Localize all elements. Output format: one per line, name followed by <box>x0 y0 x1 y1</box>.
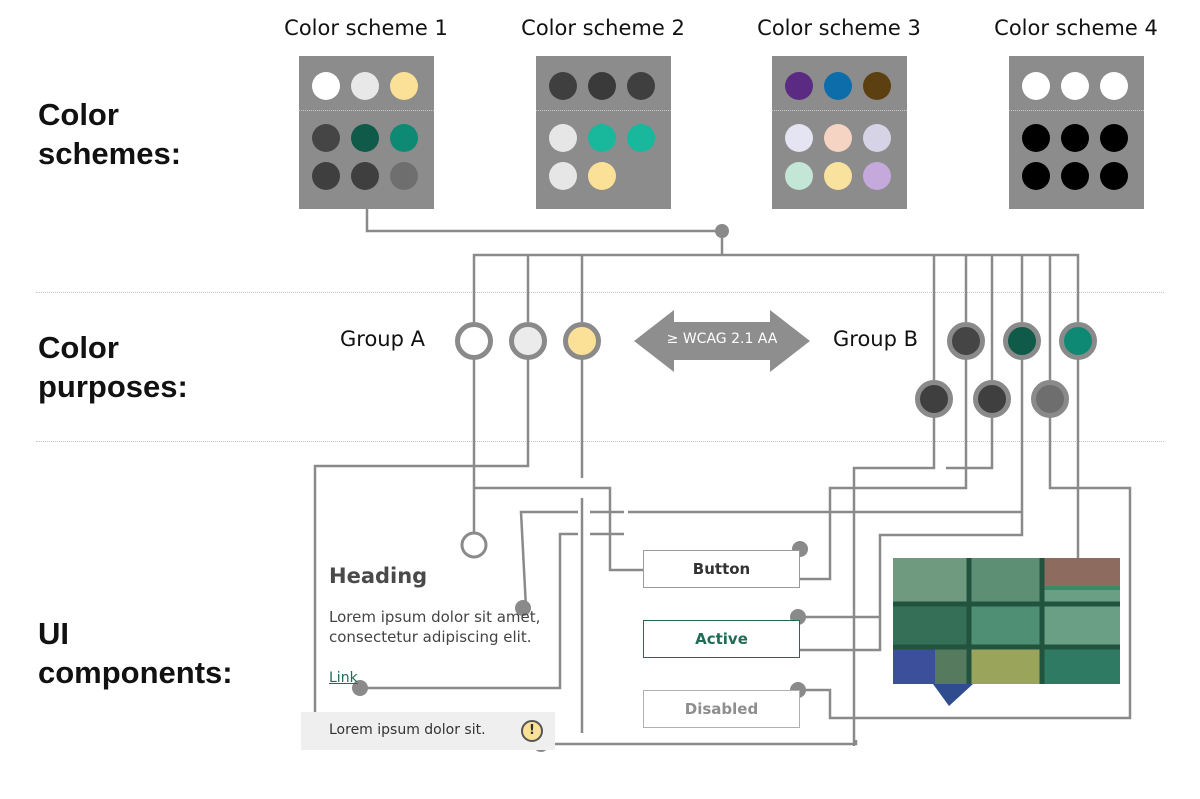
group-a-label: Group A <box>340 327 425 351</box>
scheme-4-top-dot <box>1061 72 1089 100</box>
sample-link[interactable]: Link <box>329 670 358 686</box>
purpose-b-6 <box>1031 380 1069 418</box>
scheme-2-separator <box>536 110 671 111</box>
active-button[interactable]: Active <box>643 620 800 658</box>
scheme-1-top-dot <box>390 72 418 100</box>
notice-bar <box>301 712 555 750</box>
scheme-2-top-dot <box>549 72 577 100</box>
scheme-3-purpose-dot <box>785 162 813 190</box>
purpose-b-2 <box>1003 322 1041 360</box>
scheme-1-purpose-dot <box>390 162 418 190</box>
scheme-4-separator <box>1009 110 1144 111</box>
default-button[interactable]: Button <box>643 550 800 588</box>
group-b-label: Group B <box>833 327 919 351</box>
divider-top <box>36 292 1164 293</box>
scheme-3-purpose-dot <box>824 162 852 190</box>
scheme-title-4: Color scheme 4 <box>994 16 1158 40</box>
scheme-title-3: Color scheme 3 <box>757 16 921 40</box>
scheme-swatch-1 <box>299 56 434 209</box>
scheme-4-purpose-dot <box>1061 124 1089 152</box>
scheme-4-top-dot <box>1022 72 1050 100</box>
scheme-title-2: Color scheme 2 <box>521 16 685 40</box>
scheme-3-purpose-dot <box>824 124 852 152</box>
scheme-2-purpose-dot <box>588 162 616 190</box>
scheme-1-purpose-dot <box>312 162 340 190</box>
scheme-4-purpose-dot <box>1100 162 1128 190</box>
purpose-b-5 <box>973 380 1011 418</box>
scheme-2-purpose-dot <box>549 124 577 152</box>
section-label-ui-components: UI components: <box>38 616 233 690</box>
scheme-3-separator <box>772 110 907 111</box>
scheme-4-top-dot <box>1100 72 1128 100</box>
purpose-a-2 <box>509 322 547 360</box>
scheme-2-purpose-dot <box>549 162 577 190</box>
scheme-4-purpose-dot <box>1100 124 1128 152</box>
sample-heading: Heading <box>329 564 428 588</box>
section-label-color-schemes: Color schemes: <box>38 97 182 171</box>
scheme-2-top-dot <box>627 72 655 100</box>
sample-body-text: Lorem ipsum dolor sit amet, consectetur … <box>329 608 541 646</box>
scheme-2-purpose-dot <box>627 124 655 152</box>
purpose-b-3 <box>1059 322 1097 360</box>
scheme-4-purpose-dot <box>1022 162 1050 190</box>
disabled-button: Disabled <box>643 690 800 728</box>
scheme-1-purpose-dot <box>312 124 340 152</box>
wcag-label: ≥ WCAG 2.1 AA <box>666 331 778 347</box>
scheme-2-purpose-dot <box>588 124 616 152</box>
scheme-3-top-dot <box>824 72 852 100</box>
scheme-swatch-3 <box>772 56 907 209</box>
scheme-1-top-dot <box>351 72 379 100</box>
purpose-b-4 <box>915 380 953 418</box>
scheme-swatch-2 <box>536 56 671 209</box>
wcag-double-arrow <box>634 310 810 372</box>
section-label-color-purposes: Color purposes: <box>38 330 188 404</box>
scheme-2-top-dot <box>588 72 616 100</box>
purpose-a-1 <box>455 322 493 360</box>
scheme-swatch-4 <box>1009 56 1144 209</box>
scheme-title-1: Color scheme 1 <box>284 16 448 40</box>
scheme-4-purpose-dot <box>1022 124 1050 152</box>
scheme-3-purpose-dot <box>863 124 891 152</box>
warning-icon: ! <box>521 720 543 742</box>
purpose-a-3 <box>563 322 601 360</box>
scheme-3-purpose-dot <box>785 124 813 152</box>
scheme-4-purpose-dot <box>1061 162 1089 190</box>
purpose-b-1 <box>947 322 985 360</box>
divider-bottom <box>36 441 1164 442</box>
scheme-1-purpose-dot <box>351 124 379 152</box>
scheme-3-purpose-dot <box>863 162 891 190</box>
scheme-3-top-dot <box>785 72 813 100</box>
scheme-1-top-dot <box>312 72 340 100</box>
scheme-1-separator <box>299 110 434 111</box>
sample-image <box>893 558 1120 706</box>
notice-text: Lorem ipsum dolor sit. <box>329 722 486 738</box>
scheme-1-purpose-dot <box>390 124 418 152</box>
scheme-3-top-dot <box>863 72 891 100</box>
scheme-1-purpose-dot <box>351 162 379 190</box>
